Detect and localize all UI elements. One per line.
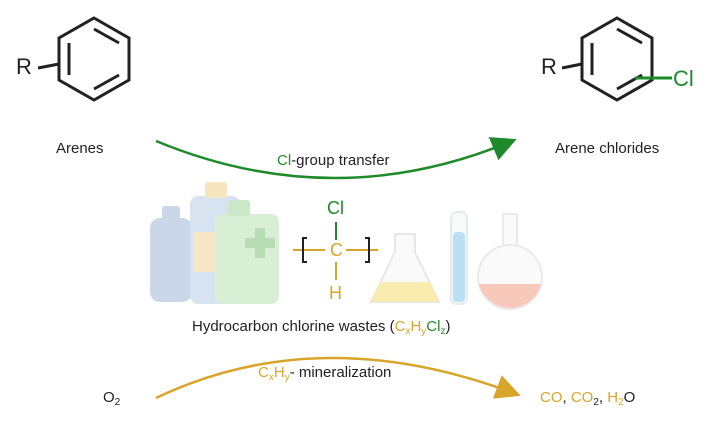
cl-group-transfer-label: Cl-group transfer <box>277 152 390 169</box>
product-h2o-o: O <box>623 389 636 406</box>
waste-label-text: Hydrocarbon chlorine wastes ( <box>192 318 395 335</box>
polymer-c-atom: C <box>330 240 343 260</box>
substituent-r-right: R <box>541 54 557 79</box>
halogen-cl: Cl <box>673 66 694 91</box>
mineralization-label: CxHy- mineralization <box>258 364 391 383</box>
formula-y: y <box>421 326 427 337</box>
arene-chlorides-label: Arene chlorides <box>555 140 660 157</box>
oxygen-o: O <box>103 389 115 406</box>
polymer-unit <box>293 222 378 280</box>
arene-chloride-ring-right <box>561 16 654 102</box>
min-c: C <box>258 364 269 381</box>
arenes-label: Arenes <box>56 140 104 157</box>
formula-cl: Cl <box>426 318 441 335</box>
mineralization-text: - mineralization <box>289 364 392 381</box>
substituent-r-left: R <box>16 54 32 79</box>
min-x: x <box>268 372 274 383</box>
min-y: y <box>284 372 290 383</box>
min-h: H <box>273 364 285 381</box>
arene-ring-left <box>37 16 131 102</box>
transfer-text: -group transfer <box>291 152 390 169</box>
products-label: CO, CO2, H2O <box>540 389 635 408</box>
lab-glassware-icon <box>369 211 543 310</box>
mineralization-arrow <box>155 356 521 400</box>
polymer-h-atom: H <box>329 283 342 303</box>
product-sep-2: , <box>598 389 608 406</box>
plastic-bottles-icon <box>150 182 279 304</box>
cl-transfer-arrow <box>155 137 517 180</box>
product-co2: CO <box>570 389 594 406</box>
product-h2o-h: H <box>607 389 619 406</box>
oxygen-reactant: O2 <box>103 389 120 408</box>
formula-c: C <box>394 318 406 335</box>
formula-z: z <box>440 326 446 337</box>
product-co: CO <box>540 389 563 406</box>
polymer-cl-atom: Cl <box>327 198 344 218</box>
product-sep-1: , <box>562 389 571 406</box>
waste-label-close: ) <box>445 318 451 335</box>
product-h2o-sub: 2 <box>618 397 624 408</box>
waste-label: Hydrocarbon chlorine wastes (CxHyClz) <box>192 318 450 337</box>
product-co2-sub: 2 <box>593 397 599 408</box>
formula-x: x <box>405 326 411 337</box>
oxygen-sub: 2 <box>114 397 121 408</box>
cl-prefix: Cl <box>277 152 292 169</box>
formula-h: H <box>410 318 422 335</box>
